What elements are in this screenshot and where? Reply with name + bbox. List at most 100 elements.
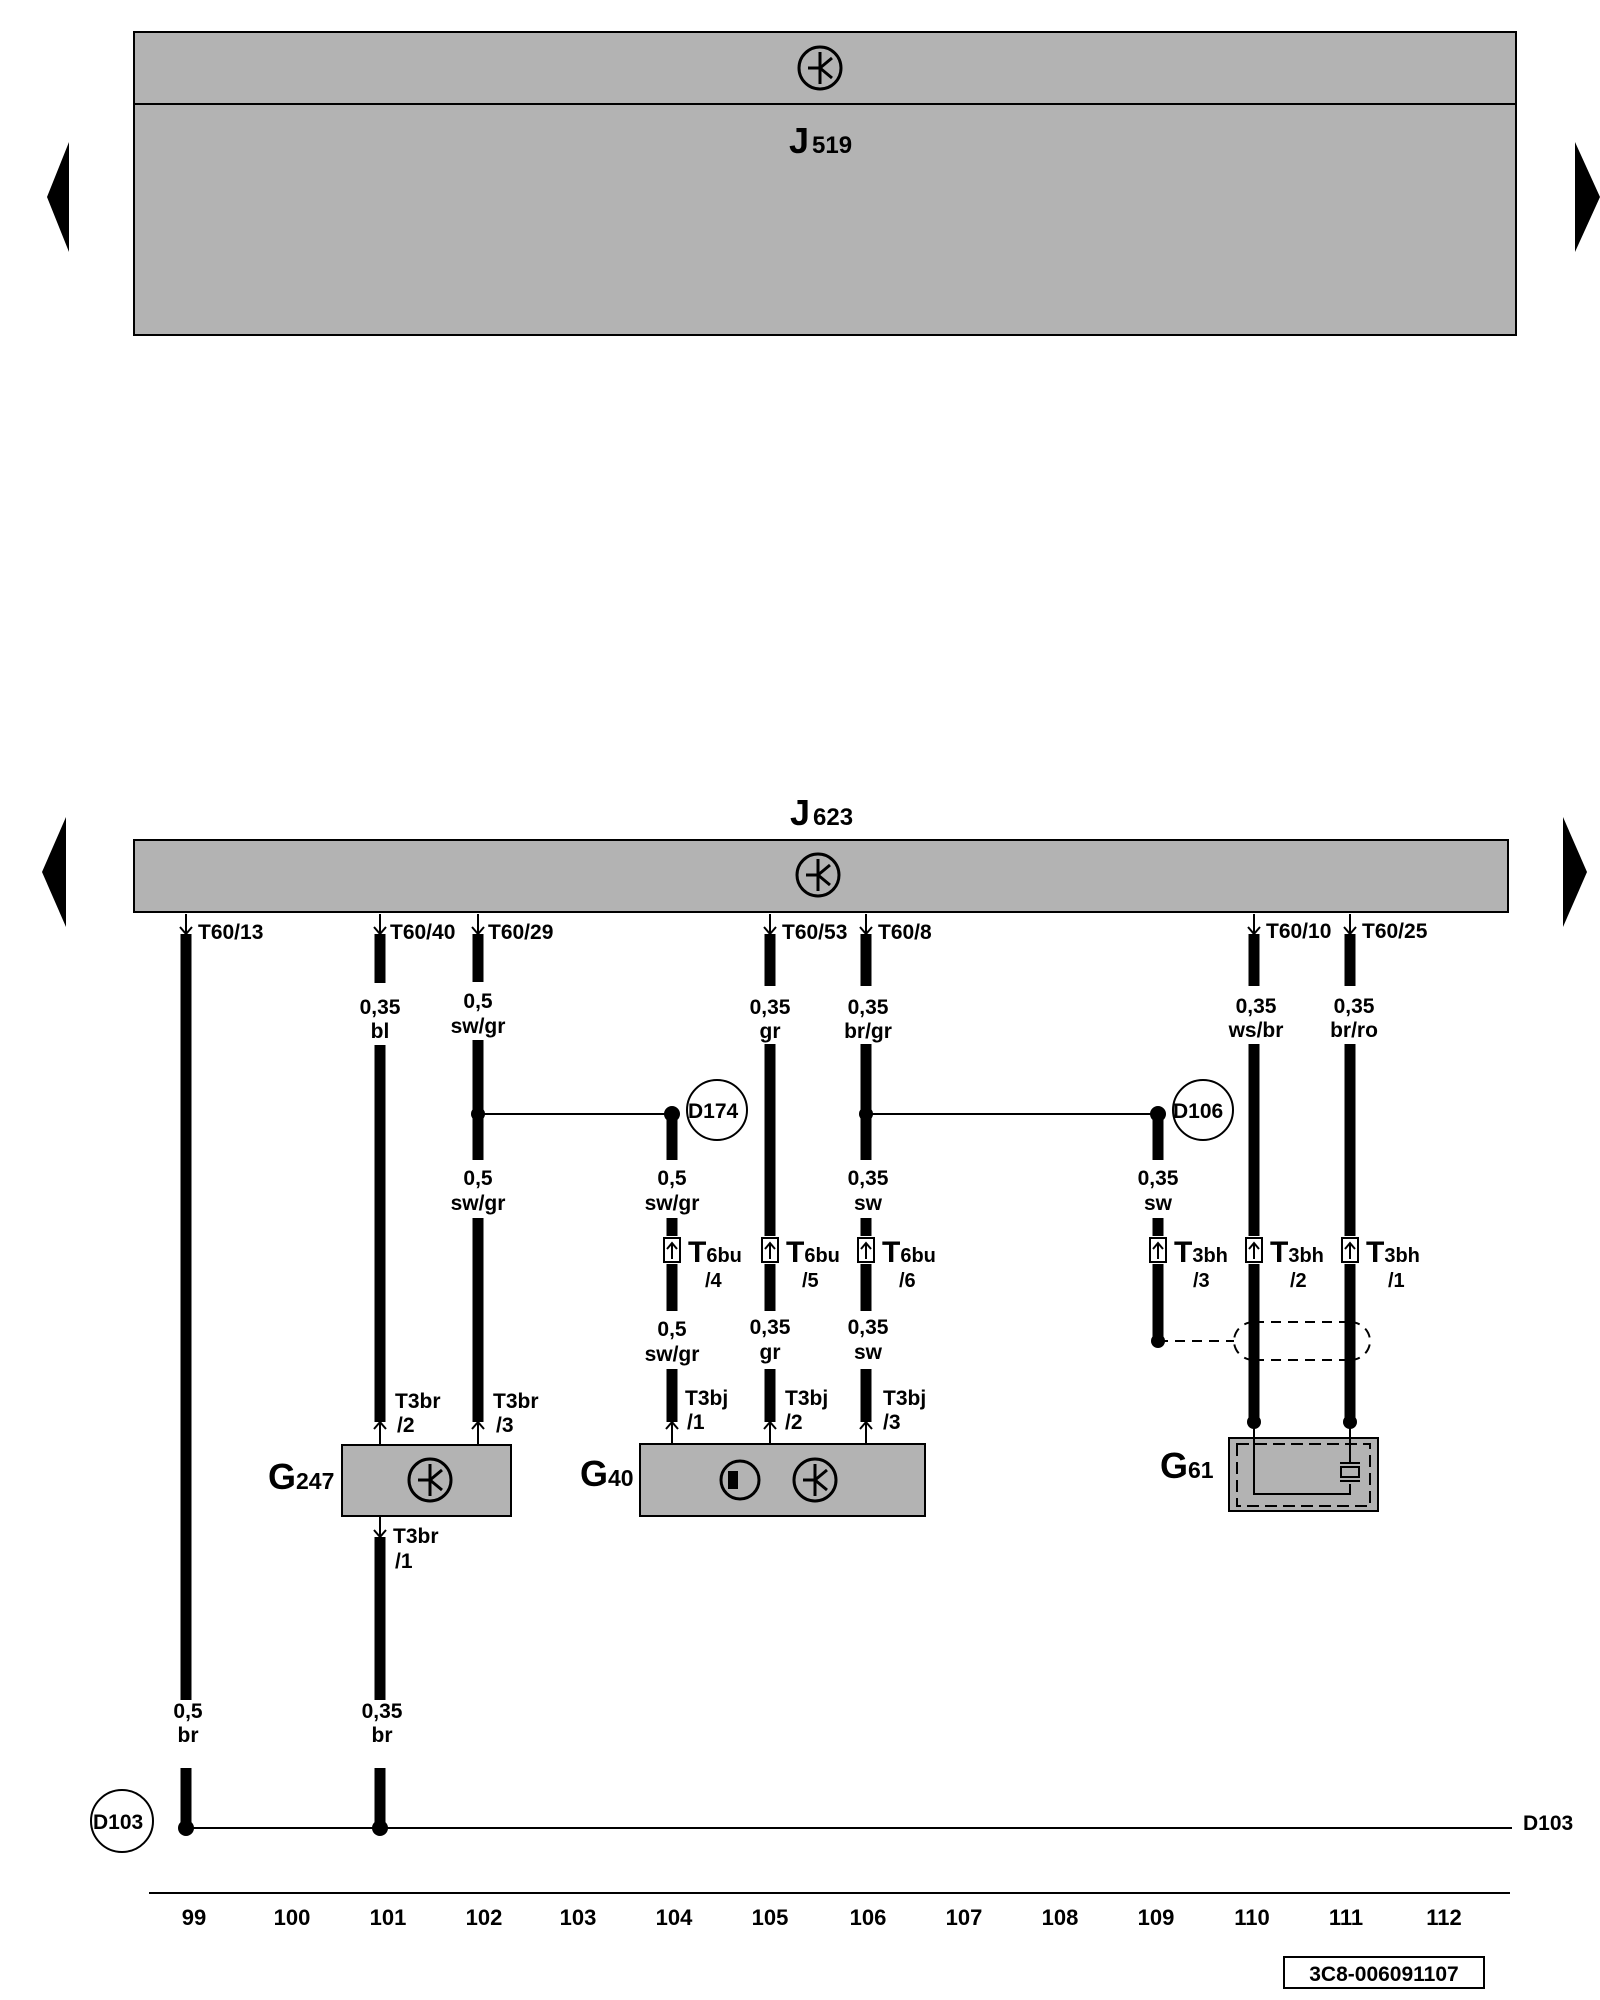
- connector-t6bu: T6bu /4 T6bu /5 T6bu /6: [663, 1236, 936, 1292]
- nav-prev-arrow-bottom[interactable]: [42, 817, 66, 927]
- nav-next-arrow-top[interactable]: [1575, 142, 1600, 252]
- nav-prev-arrow-top[interactable]: [47, 142, 69, 252]
- wire-gauge-text: 0,35: [750, 1316, 791, 1339]
- connector-label-t3bj: T3bj: [785, 1387, 828, 1410]
- component-number: 61: [1188, 1457, 1214, 1483]
- component-g247: G247: [268, 1444, 512, 1517]
- connector-letter: T: [882, 1236, 900, 1269]
- diagram-id: 3C8-006091107: [1309, 1963, 1458, 1986]
- connector-pin-label: /3: [1193, 1270, 1210, 1292]
- svg-text:T3bh: T3bh: [1174, 1236, 1228, 1269]
- wire-color-text: sw: [854, 1341, 883, 1364]
- wire-gauge-text: 0,5: [463, 1167, 493, 1190]
- wire-gauge-text: 0,35: [1334, 995, 1375, 1018]
- connector-pin-icon: [1245, 1237, 1263, 1263]
- node-label-d106: D106: [1173, 1100, 1223, 1123]
- connector-code: 6bu: [706, 1245, 742, 1267]
- electronic-component-icon: [795, 852, 841, 898]
- connector-pin-label: /4: [705, 1270, 723, 1292]
- wire-gauge-text: 0,35: [362, 1700, 403, 1723]
- svg-text:T3bh: T3bh: [1270, 1236, 1324, 1269]
- svg-text:T3bh: T3bh: [1366, 1236, 1420, 1269]
- junction-dot: [1150, 1106, 1166, 1122]
- connector-label-t3br: T3br: [393, 1525, 439, 1548]
- wire-color-text: ws/br: [1228, 1019, 1284, 1042]
- node-label-d174: D174: [688, 1100, 739, 1123]
- wire-color-text: sw/gr: [645, 1343, 700, 1366]
- wire-gauge-text: 0,35: [360, 996, 401, 1019]
- electronic-component-icon: [792, 1457, 838, 1503]
- wire-label-104-lower: 0,5 sw/gr: [638, 1311, 706, 1369]
- connector-pin-label: /2: [397, 1414, 415, 1437]
- connector-pin-label: /6: [899, 1270, 916, 1292]
- connector-pin-icon: [663, 1237, 681, 1263]
- wire-label-110-upper: 0,35 ws/br: [1220, 986, 1290, 1044]
- connector-pin-label: /5: [802, 1270, 819, 1292]
- wire-label-99: 0,5 br: [160, 1700, 212, 1768]
- connector-letter: T: [688, 1236, 706, 1269]
- component-number: 40: [608, 1465, 634, 1491]
- wire-gauge-text: 0,5: [657, 1318, 687, 1341]
- connector-pin-label: /2: [1290, 1270, 1307, 1292]
- connector-letter: T: [1174, 1236, 1192, 1269]
- connector-code: 3bh: [1384, 1245, 1420, 1267]
- component-letter: G: [268, 1456, 296, 1497]
- piezo-crystal-icon: [1340, 1462, 1360, 1482]
- wire-gauge-text: 0,35: [1138, 1167, 1179, 1190]
- node-label-d103: D103: [93, 1811, 143, 1834]
- junction-dot: [859, 1107, 873, 1121]
- electronic-component-icon: [797, 45, 843, 91]
- wire-label-106-mid: 0,35 sw: [836, 1160, 898, 1218]
- pin-label-t60-10: T60/10: [1266, 920, 1331, 943]
- wire-color-text: sw/gr: [451, 1192, 506, 1215]
- connector-pin-label: /1: [395, 1550, 413, 1573]
- module-j623-number: 623: [813, 804, 853, 831]
- connector-label-t3br: T3br: [493, 1390, 539, 1413]
- connector-pin-label: /1: [687, 1411, 705, 1434]
- wire-label-101-upper: 0,35 bl: [352, 983, 408, 1043]
- wire-label-105-upper: 0,35 gr: [742, 986, 798, 1044]
- svg-text:G61: G61: [1160, 1445, 1214, 1486]
- wire-gauge-text: 0,35: [848, 1316, 889, 1339]
- axis-labels: 99 100 101 102 103 104 105 106 107 108 1…: [182, 1905, 1462, 1930]
- wire-labels: 0,35 bl 0,5 sw/gr 0,35 gr 0,35 br/gr 0,3…: [160, 982, 1388, 1768]
- cable-shield: [1158, 1321, 1371, 1361]
- component-letter: G: [1160, 1445, 1188, 1486]
- pin-label-t60-29: T60/29: [488, 921, 553, 944]
- junction-dot: [372, 1820, 388, 1836]
- axis-label: 112: [1426, 1905, 1462, 1930]
- pin-label-t60-53: T60/53: [782, 921, 847, 944]
- node-d106: D106: [1172, 1079, 1234, 1141]
- pin-label-t60-40: T60/40: [390, 921, 455, 944]
- connector-code: 6bu: [804, 1245, 840, 1267]
- axis-label: 105: [752, 1905, 789, 1930]
- connector-pin-label: /1: [1388, 1270, 1405, 1292]
- connector-t3bh: T3bh /3 T3bh /2 T3bh /1: [1149, 1236, 1420, 1292]
- wire-gauge-text: 0,5: [463, 990, 493, 1013]
- axis-label: 109: [1138, 1905, 1175, 1930]
- wire-color-text: br: [178, 1724, 199, 1747]
- wire-color-text: gr: [760, 1341, 781, 1364]
- connector-pin-label: /3: [496, 1414, 514, 1437]
- wire-color-text: br: [372, 1724, 393, 1747]
- wire-color-text: sw: [1144, 1192, 1173, 1215]
- axis-label: 106: [850, 1905, 887, 1930]
- connector-pin-icon: [1149, 1237, 1167, 1263]
- nav-next-arrow-bottom[interactable]: [1563, 817, 1587, 927]
- connector-pin-icon: [857, 1237, 875, 1263]
- connector-pin-label: /2: [785, 1411, 803, 1434]
- wire-label-105-lower: 0,35 gr: [742, 1311, 798, 1369]
- electronic-component-icon: [407, 1457, 453, 1503]
- connector-label-t3bj: T3bj: [685, 1387, 728, 1410]
- wire-color-text: br/ro: [1330, 1019, 1378, 1042]
- wire-label-109: 0,35 sw: [1126, 1160, 1190, 1218]
- connector-pin-icon: [1341, 1237, 1359, 1263]
- module-j519-number: 519: [812, 132, 852, 159]
- pin-label-t60-13: T60/13: [198, 921, 263, 944]
- component-g61: G61: [1160, 1422, 1379, 1512]
- wire-label-111-upper: 0,35 br/ro: [1318, 986, 1388, 1044]
